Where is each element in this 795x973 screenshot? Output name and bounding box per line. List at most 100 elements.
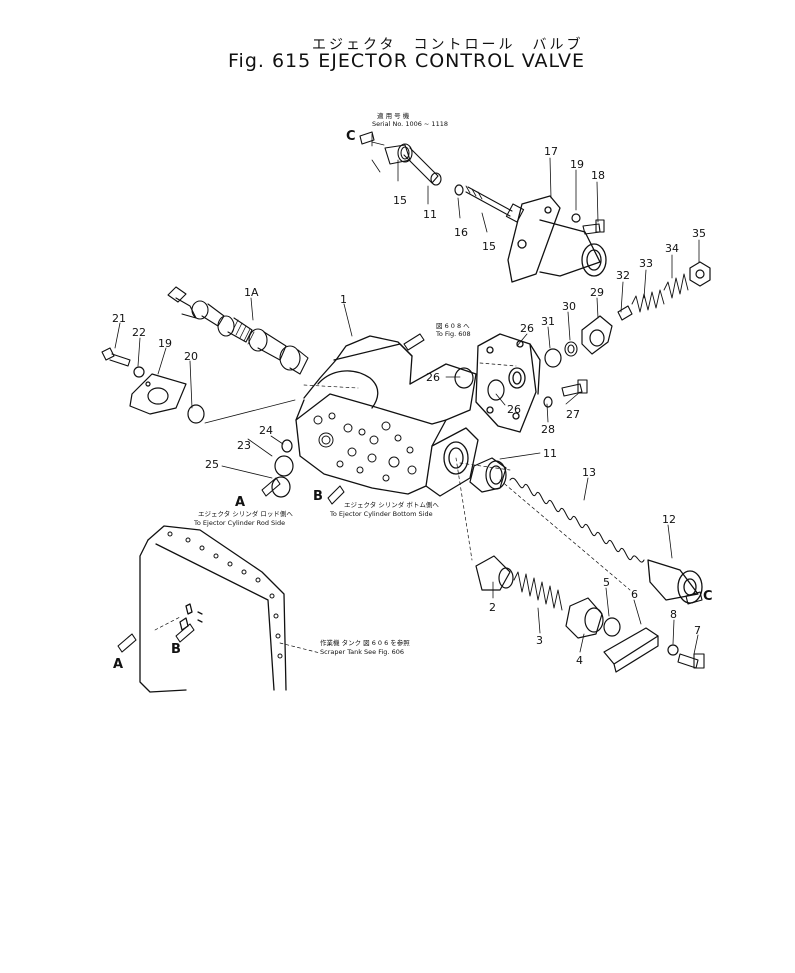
callout-13: 13	[582, 466, 596, 479]
arrow-b-tank-icon	[175, 623, 195, 643]
valve-body-1	[295, 335, 479, 497]
note-to-fig-jp: 図 6 0 8 へ	[436, 322, 470, 330]
callout-17: 17	[544, 145, 558, 158]
callout-5: 5	[603, 576, 610, 589]
callout-29: 28	[541, 423, 555, 436]
washer-16	[454, 184, 464, 196]
callout-1A: 1A	[244, 286, 259, 299]
callout-28: 27	[566, 408, 580, 421]
washer-29	[543, 396, 553, 408]
poppet-33	[617, 305, 633, 321]
o-ring-32	[544, 348, 562, 368]
o-ring-26-left	[271, 476, 291, 498]
callout-25: 24	[259, 424, 273, 437]
callout-7: 7	[694, 624, 701, 637]
washer-8	[667, 644, 679, 656]
callout-3: 3	[536, 634, 543, 647]
callout-11: 11	[543, 447, 557, 460]
serial-bracket	[371, 133, 385, 173]
callout-31: 30	[562, 300, 576, 313]
bolt-15	[465, 185, 525, 223]
callout-16: 16	[454, 226, 468, 239]
spool-1A	[167, 286, 309, 375]
callout-26-left: 25	[205, 458, 219, 471]
o-ring-26-middle	[487, 379, 505, 401]
callout-6: 6	[631, 588, 638, 601]
cylinder-cover-17	[507, 195, 607, 283]
callout-14: 15	[393, 194, 407, 207]
bolt-7	[677, 653, 705, 669]
washer-23	[133, 366, 145, 378]
callout-12: 12	[662, 513, 676, 526]
callout-26-middle: 26	[507, 403, 521, 416]
plug-30	[581, 315, 613, 355]
assembly-dashed-lines	[154, 362, 631, 654]
retainer-11	[469, 457, 507, 493]
callout-22: 21	[112, 312, 126, 325]
bushing-14	[384, 143, 413, 165]
bolt-18	[582, 219, 605, 235]
washer-19	[571, 213, 581, 223]
cap-12	[647, 559, 703, 604]
callout-4: 4	[576, 654, 583, 667]
callout-35: 34	[665, 242, 679, 255]
letter-c-top: C	[346, 129, 356, 144]
seat-31	[564, 341, 578, 357]
reference-letters: C C A B A B	[113, 129, 713, 672]
spring-3	[513, 571, 563, 611]
callout-34: 33	[639, 257, 653, 270]
arrow-c-right-icon	[685, 591, 703, 605]
o-ring-21	[187, 404, 205, 424]
arrow-a-tank-icon	[117, 633, 137, 653]
bolt-28	[561, 379, 588, 397]
note-tank-jp: 作業機 タンク 図 6 0 6 を参照	[320, 638, 410, 647]
sleeve-2	[475, 555, 514, 591]
o-ring-25	[281, 439, 293, 453]
plate-6	[603, 627, 659, 673]
letter-b-tank: B	[171, 642, 181, 657]
callout-21: 20	[184, 350, 198, 363]
callout-18: 18	[591, 169, 605, 182]
nut-36	[689, 261, 711, 287]
callout-labels: 15 11 16 15 17 19 18 1A 1 21 22 19 20 23…	[112, 145, 706, 667]
callout-20: 19	[158, 337, 172, 350]
pin-10	[403, 147, 442, 186]
title-japanese: エジェクタ コントロール バルブ	[312, 37, 584, 53]
o-ring-24	[274, 455, 294, 477]
note-serial-jp: 適 用 号 機	[377, 111, 410, 120]
scraper-tank	[139, 525, 287, 693]
notes: 適 用 号 機 Serial No. 1006 ~ 1118 図 6 0 8 へ…	[193, 111, 471, 656]
letter-b-main: B	[313, 489, 323, 504]
note-rod-jp: エジェクタ シリンダ ロッド側へ	[198, 509, 293, 518]
callout-23: 22	[132, 326, 146, 339]
callout-10: 11	[423, 208, 437, 221]
spring-34	[631, 289, 665, 313]
bolt-22	[101, 347, 131, 367]
spring-13	[509, 477, 645, 563]
callout-19: 19	[570, 158, 584, 171]
o-ring-5	[603, 617, 621, 637]
note-to-fig-en: To Fig. 608	[435, 330, 471, 338]
callout-2: 2	[489, 601, 496, 614]
note-bottom-jp: エジェクタ シリンダ ボトム側へ	[344, 500, 439, 509]
letter-c-right: C	[703, 589, 713, 604]
note-tank-en: Scraper Tank See Fig. 606	[320, 648, 404, 656]
spring-35	[663, 273, 689, 299]
callout-8: 8	[670, 608, 677, 621]
o-ring-26-upper	[454, 367, 474, 389]
note-bottom-en: To Ejector Cylinder Bottom Side	[329, 510, 433, 518]
piston-4	[565, 597, 604, 639]
cover-27	[475, 333, 541, 433]
callout-15: 15	[482, 240, 496, 253]
callout-27: 26	[520, 322, 534, 335]
callout-36: 35	[692, 227, 706, 240]
note-serial-en: Serial No. 1006 ~ 1118	[372, 120, 448, 128]
note-rod-en: To Ejector Cylinder Rod Side	[193, 519, 285, 527]
flange-20	[129, 373, 187, 415]
leader-lines	[114, 157, 700, 655]
arrow-a-main-icon	[261, 477, 281, 497]
callout-24: 23	[237, 439, 251, 452]
callout-30: 29	[590, 286, 604, 299]
arrow-c-top-icon	[359, 131, 375, 145]
callout-1: 1	[340, 293, 347, 306]
